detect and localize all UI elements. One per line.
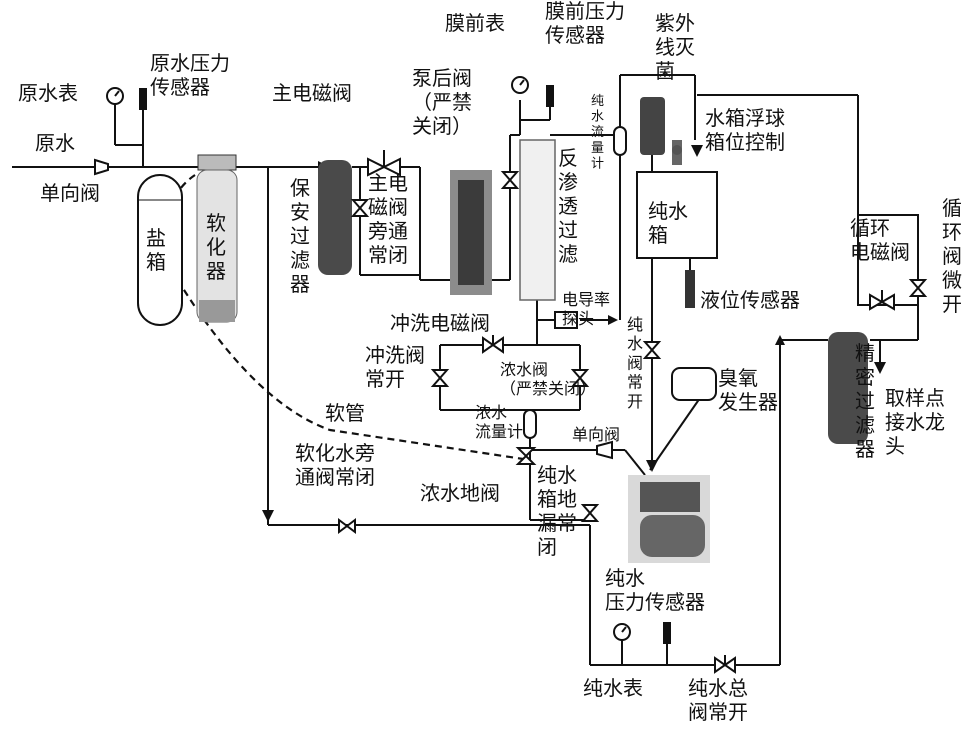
label-main-bypass: 主电磁阀旁通常闭 [368,171,408,267]
pump-valve-icon [500,171,520,189]
circulation-micro-valve-icon [908,279,928,297]
label-raw-meter: 原水表 [18,81,78,105]
booster-pump-icon [628,475,710,563]
flush-open-valve-icon [430,369,450,387]
check-valve-inlet-icon [94,158,109,176]
label-pure-sensor: 纯水压力传感器 [605,566,705,614]
label-fine-filter: 精密过滤器 [855,341,875,461]
label-tank-drain: 纯水箱地漏常闭 [537,463,577,559]
main-bypass-valve-icon [350,199,370,217]
label-membrane-sensor: 膜前压力传感器 [545,0,625,47]
label-raw-sensor: 原水压力传感器 [150,51,230,99]
hose-line [158,174,531,462]
label-salt-tank: 盐箱 [146,226,166,274]
label-conc-valve: 浓水阀（严禁关闭） [500,360,596,398]
pure-meter-icon [613,623,631,641]
security-filter-icon [318,160,352,275]
float-control-icon [672,140,682,165]
label-uv: 紫外线灭菌 [655,11,695,83]
label-main-valve: 主电磁阀 [272,81,352,105]
pure-sensor-icon [663,622,671,644]
label-drain-valve: 浓水地阀 [420,481,500,505]
label-circ-valve: 循环电磁阀 [850,216,910,264]
label-raw-water: 原水 [35,131,75,155]
labels: 原水 原水表 原水压力传感器 单向阀 主电磁阀 盐箱 软化器 保安过滤器 主电磁… [18,0,962,724]
ro-membrane-icon [519,139,556,301]
main-pure-valve-icon [714,655,736,674]
label-conductivity: 电导率探头 [562,290,610,328]
uv-sterilizer-icon [640,97,665,155]
label-pump-valve: 泵后阀（严禁关闭） [412,66,472,138]
drain-valve-icon [515,447,537,465]
pipe-network [12,74,919,666]
label-hose: 软管 [325,401,365,425]
label-ro-filter: 反渗透过滤 [558,146,578,266]
label-security-filter: 保安过滤器 [290,176,310,296]
label-membrane-meter: 膜前表 [445,11,505,35]
label-float-control: 水箱浮球箱位控制 [705,106,785,154]
conc-flowmeter-icon [523,409,537,439]
label-sample-tap: 取样点接水龙头 [885,386,945,458]
label-conc-flowmeter: 浓水流量计 [475,403,523,441]
conc-valve-icon [570,369,590,387]
label-flush-valve: 冲洗电磁阀 [390,311,490,335]
flush-valve-icon [482,335,504,354]
label-pure-tank: 纯水箱 [648,199,688,247]
raw-meter-icon [106,87,124,105]
circulation-valve-icon [869,290,895,311]
tank-drain-valve-icon [580,504,600,522]
label-softener: 软化器 [206,211,226,283]
ozone-generator-icon [671,367,717,401]
membrane-sensor-icon [546,85,554,107]
label-check-valve-in: 单向阀 [40,181,100,205]
level-sensor-icon [685,270,695,308]
label-bypass-closed: 软化水旁通阀常闭 [295,441,375,489]
label-flush-open: 冲洗阀常开 [365,343,425,391]
label-circ-micro: 循环阀微开 [942,196,962,316]
pure-flowmeter-icon [613,126,627,156]
label-main-pure-valve: 纯水总阀常开 [688,676,748,724]
salt-tank-icon [137,174,183,326]
softener-icon [196,154,238,323]
label-pure-flowmeter: 纯水流量计 [591,94,604,171]
softener-bypass-valve-icon [338,518,356,534]
label-pure-valve-open: 纯水阀常开 [627,315,643,411]
pump-icon [450,170,492,295]
label-level-sensor: 液位传感器 [700,288,800,312]
raw-sensor-icon [139,88,147,110]
pure-valve-icon [642,341,662,359]
pure-tank-icon [636,171,718,259]
membrane-meter-icon [511,76,529,94]
check-valve-mid-icon [596,440,613,460]
conductivity-probe-icon [554,311,578,329]
main-valve-icon [367,150,401,177]
label-check-valve-mid: 单向阀 [572,425,620,444]
fine-filter-icon [828,332,868,444]
label-ozone: 臭氧发生器 [718,366,778,414]
label-pure-meter: 纯水表 [583,676,643,700]
